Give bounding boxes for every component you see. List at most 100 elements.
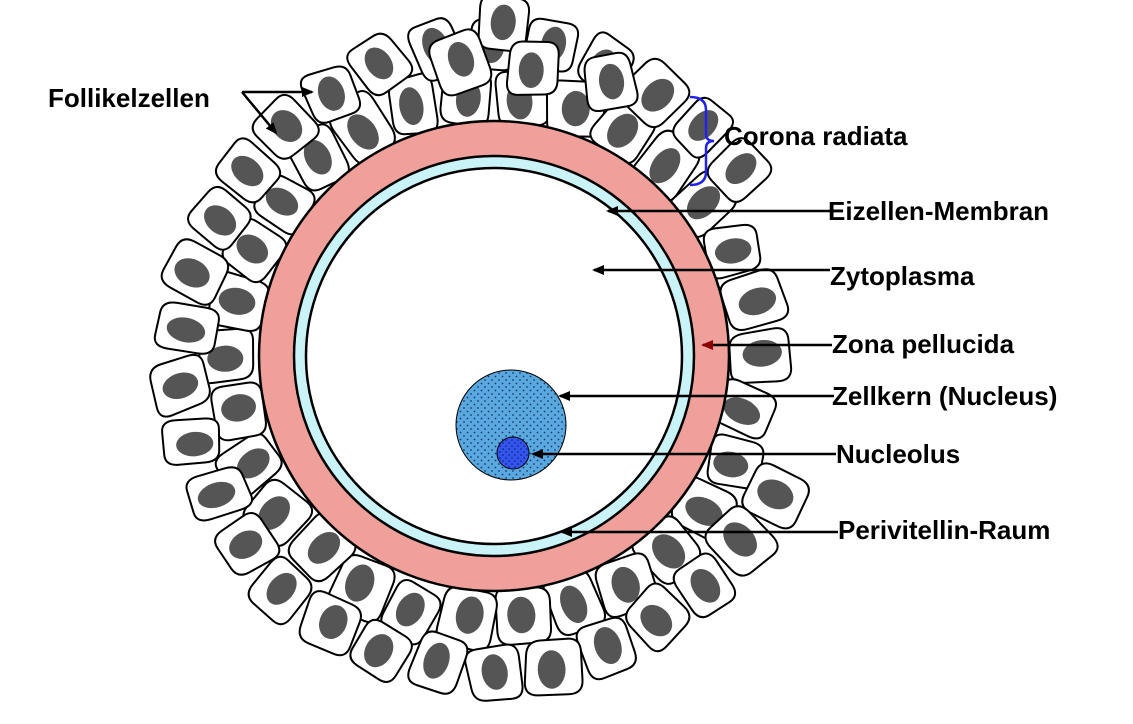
follicle-cell-nucleus [307,531,341,564]
follicle-cell-nucleus [738,287,777,316]
follicle-cell-nucleus [236,448,270,479]
follicle-cell-nucleus [266,572,297,605]
follicle-cell-nucleus [399,87,424,126]
follicle-cell [625,582,691,653]
follicle-cell-nucleus [270,110,303,142]
follicle-cell [542,568,607,637]
arrow-follikelzellen-2 [241,91,278,135]
follicle-cell-nucleus [303,140,332,175]
follicle-cell [702,223,762,280]
follicle-cell [719,268,790,332]
label-zona-pellucida: Zona pellucida [832,329,1015,359]
follicle-cell-nucleus [723,397,761,425]
follicle-cell [575,616,637,681]
follicle-cell-nucleus [176,431,214,457]
follicle-cell-nucleus [641,78,675,112]
follicle-cell-nucleus [395,592,425,627]
follicle-cell [672,96,735,159]
follicle-cell-nucleus [364,47,394,80]
follicle-cell [298,590,362,657]
follicle-cell-nucleus [231,155,264,187]
label-follikelzellen: Follikelzellen [48,83,210,113]
follicle-cell-nucleus [607,113,639,148]
follicle-cell-nucleus [742,339,782,367]
follicle-cell [672,552,737,619]
follicle-cell [160,238,230,306]
follicle-cell-nucleus [652,534,686,569]
follicle-cells [149,0,810,702]
follicle-cell [349,618,413,683]
follicle-cell [407,630,469,695]
follicle-cell-nucleus [690,568,721,603]
label-eizellen-membran: Eizellen-Membran [828,196,1049,226]
follicle-cell-nucleus [447,41,475,77]
follicle-cell [346,32,414,97]
follicle-cell [185,466,254,522]
follicle-cell-nucleus [364,634,394,668]
follicle-cell-nucleus [688,110,719,141]
follicle-cell [251,93,320,160]
follicle-cell-nucleus [757,479,794,510]
follicle-cell-nucleus [455,596,484,634]
follicle-cell-nucleus [347,114,379,150]
follicle-cell-nucleus [423,642,450,679]
follicle-cell-nucleus [640,604,673,637]
follicle-cell [149,353,211,418]
follicle-cell [618,57,691,129]
follicle-cell-nucleus [162,372,199,399]
follicle-cell-nucleus [197,481,236,509]
follicle-cell-nucleus [518,52,544,89]
follicle-cell-nucleus [649,148,681,184]
follicle-cell [214,137,282,204]
follicle-cell [428,28,493,97]
follicle-cell [161,417,221,466]
follicle-cell [583,51,639,113]
follicle-cell [710,378,778,440]
follicle-cell [464,643,524,702]
follicle-cell-nucleus [319,605,348,639]
follicle-cell [741,462,810,530]
follicle-cell-nucleus [236,234,269,264]
follicle-cell-nucleus [593,627,622,664]
follicle-cell [153,301,220,355]
follicle-cell-nucleus [561,90,590,127]
follicle-cell-nucleus [537,650,566,689]
follicle-cell-nucleus [166,317,206,343]
follicle-cell-nucleus [507,596,536,634]
follicle-cell-nucleus [725,153,757,185]
follicle-cell-nucleus [714,238,752,264]
follicle-cell-nucleus [221,394,256,422]
follicle-cell-nucleus [265,187,299,216]
nucleolus [496,436,530,470]
follicle-cell-nucleus [345,564,375,602]
label-zellkern: Zellkern (Nucleus) [832,381,1057,411]
follicle-cell [187,185,252,251]
follicle-cell-nucleus [229,530,263,559]
follicle-cell [728,327,793,384]
follicle-cell [505,40,560,96]
follicle-cell [523,637,584,697]
follicle-cell-nucleus [713,451,749,478]
follicle-cell [210,381,267,442]
follicle-cell [214,512,281,576]
corona-radiata-bracket [689,95,715,187]
follicle-cell-nucleus [204,205,237,236]
label-nucleolus: Nucleolus [836,439,960,469]
label-zytoplasma: Zytoplasma [830,261,975,291]
follicle-cell-nucleus [174,258,210,288]
follicle-cell-nucleus [207,345,244,372]
follicle-cell-nucleus [490,4,516,41]
follicle-cell [247,555,313,626]
follicle-cell-nucleus [481,654,508,690]
follicle-cell-nucleus [560,585,588,623]
follicle-cell-nucleus [317,76,345,111]
follicle-cell-nucleus [598,63,625,100]
follicle-cell [299,65,362,124]
cytoplasm [304,166,684,546]
label-corona-radiata: Corona radiata [724,121,908,151]
follicle-cell [706,137,773,203]
follicle-cell [494,585,553,646]
follicle-cell-nucleus [685,496,723,526]
label-perivitellin-raum: Perivitellin-Raum [838,515,1050,545]
